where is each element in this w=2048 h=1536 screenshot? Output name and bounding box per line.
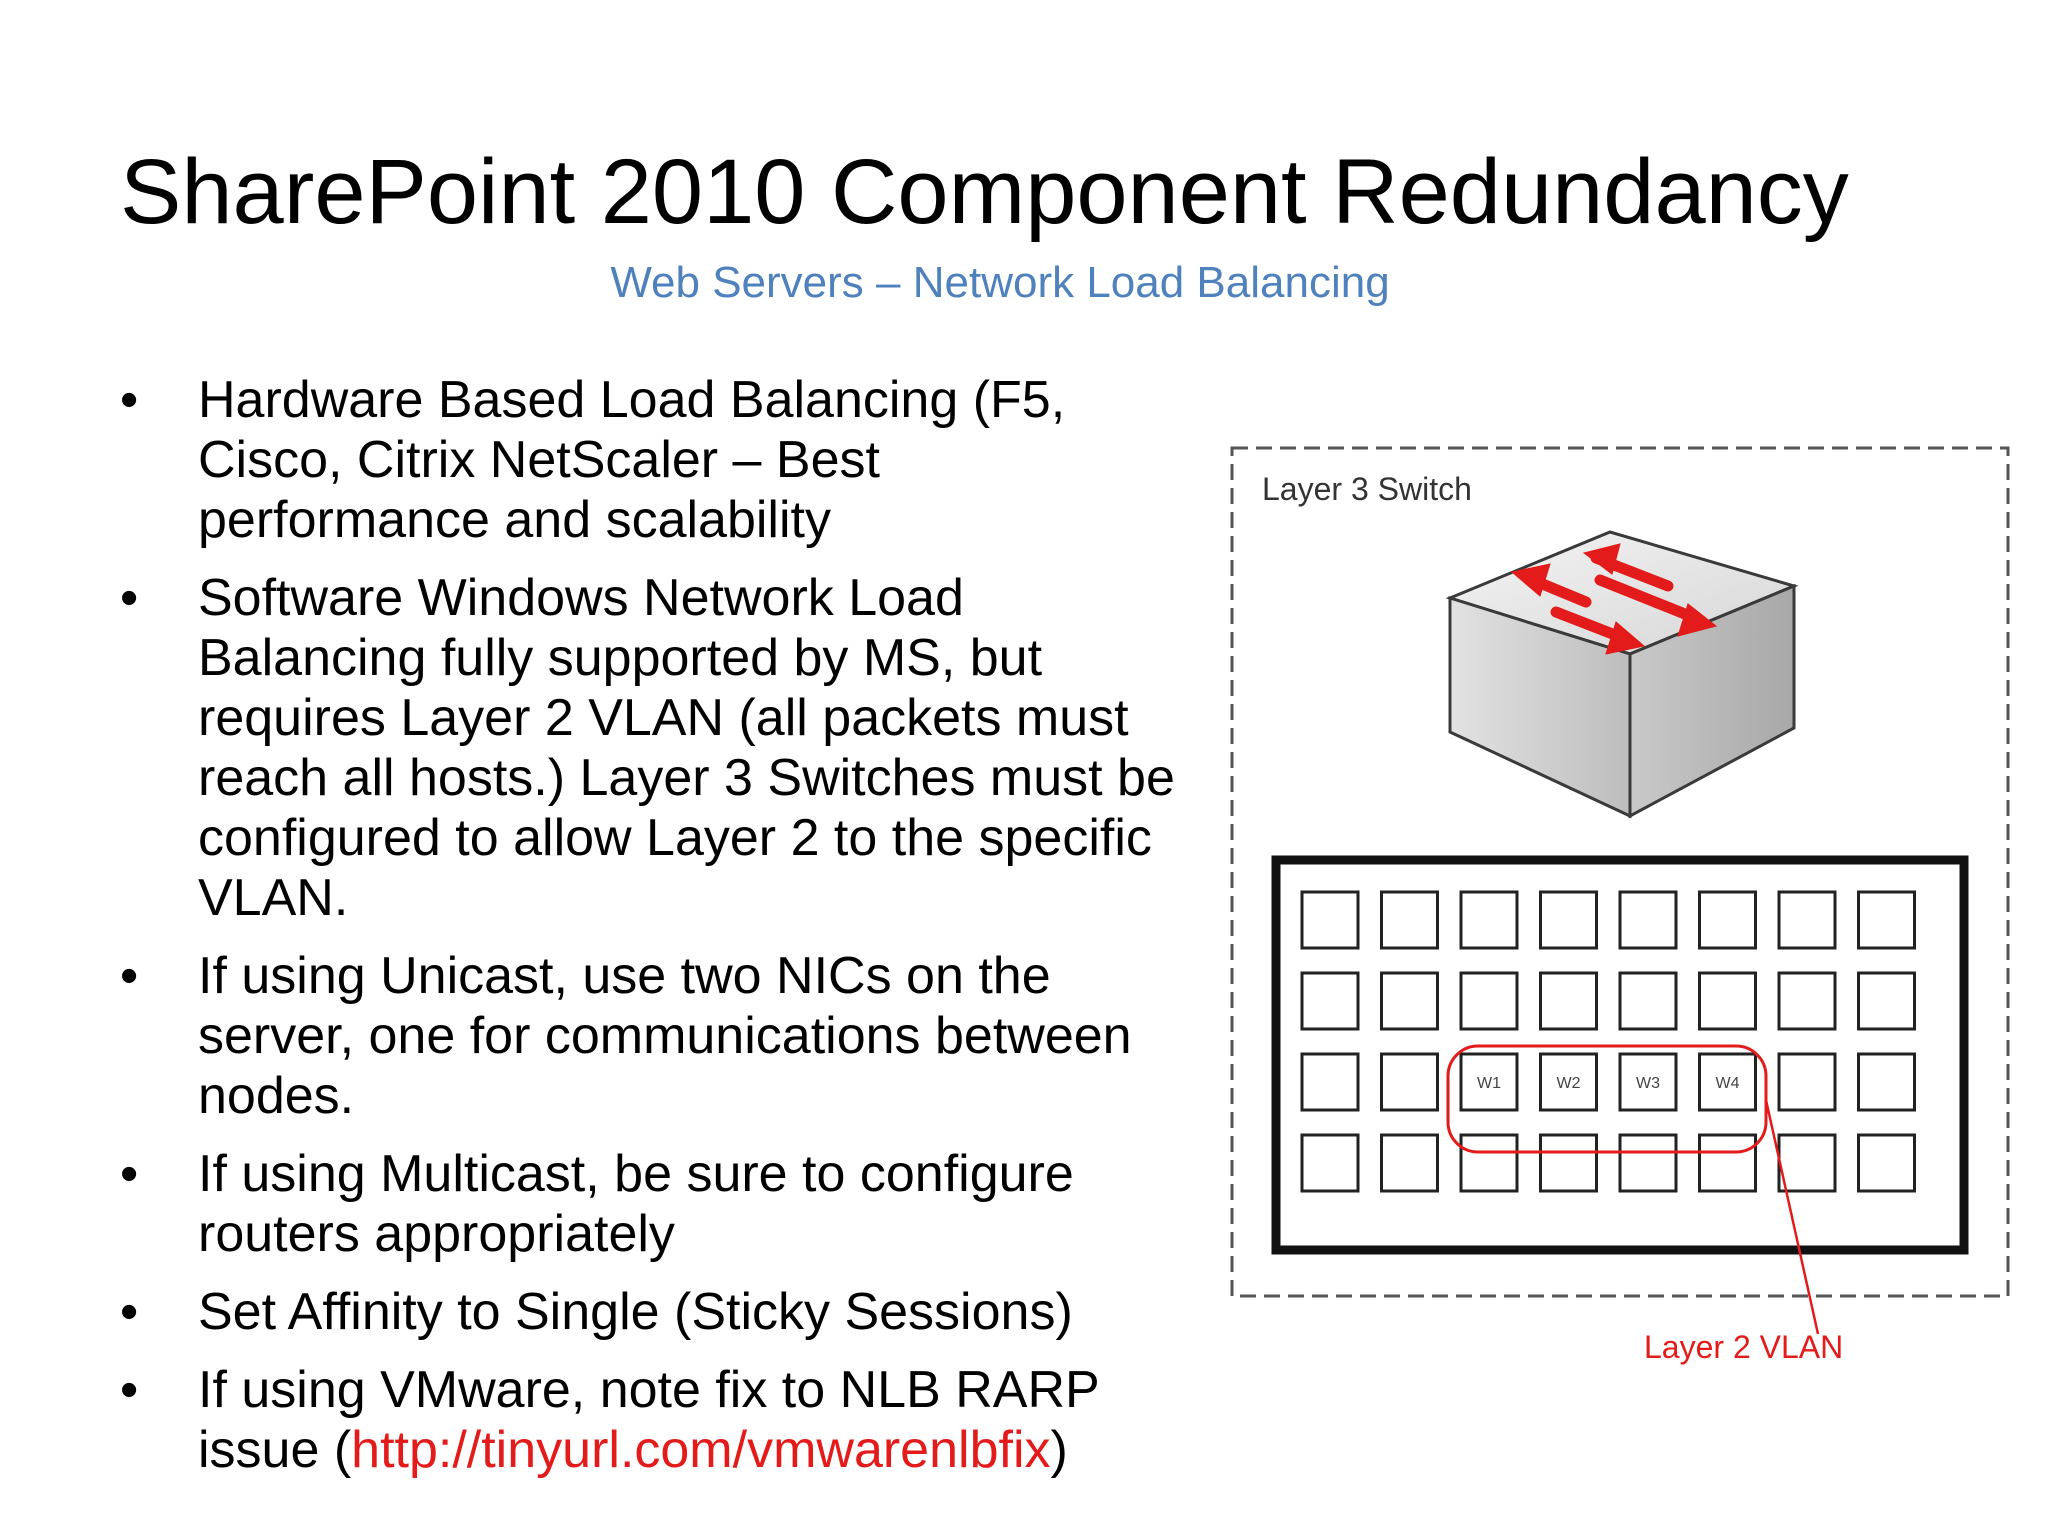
server-label: W2 — [1557, 1075, 1581, 1092]
rack-port — [1459, 1052, 1519, 1112]
rack-port — [1857, 890, 1916, 950]
server-label: W4 — [1716, 1075, 1740, 1092]
rack-port — [1539, 1133, 1598, 1193]
vlan-pointer — [1764, 1099, 1820, 1335]
bullet-icon: • — [120, 1283, 139, 1341]
bullet-icon: • — [120, 1361, 139, 1419]
rack-port — [1777, 1133, 1837, 1193]
rack-port — [1539, 971, 1598, 1031]
rack-port — [1380, 1052, 1439, 1112]
server-label: W1 — [1477, 1075, 1501, 1092]
rack-port — [1777, 890, 1837, 950]
switch-label: Layer 3 Switch — [1262, 471, 1472, 507]
rack-port — [1698, 971, 1757, 1031]
vlan-highlight — [1446, 1044, 1768, 1154]
rack-port — [1618, 1133, 1678, 1193]
bullet-list: • Hardware Based Load Balancing (F5, Cisc… — [120, 370, 1180, 1498]
rack-port — [1380, 1133, 1439, 1193]
bullet-text: Software Windows Network Load Balancing … — [198, 569, 1175, 927]
bullet-icon: • — [120, 947, 139, 1005]
rack-port — [1857, 1133, 1916, 1193]
network-diagram: Layer 3 Switch W1 W2 W3 W4 Layer 2 VLAN — [1230, 446, 2010, 1365]
rack-port — [1698, 890, 1757, 950]
rack-port — [1777, 971, 1837, 1031]
rack-port — [1300, 1133, 1360, 1193]
bullet-icon: • — [120, 371, 139, 429]
rack-port — [1380, 890, 1439, 950]
switch-boundary — [1230, 446, 2010, 1298]
rack-port — [1777, 1052, 1837, 1112]
bullet-text: If using Unicast, use two NICs on the se… — [198, 947, 1132, 1125]
list-item: • If using Unicast, use two NICs on the s… — [120, 946, 1180, 1126]
list-item: • Software Windows Network Load Balancing… — [120, 568, 1180, 928]
list-item: • If using Multicast, be sure to configur… — [120, 1144, 1180, 1264]
list-item: • Set Affinity to Single (Sticky Sessions… — [120, 1282, 1180, 1342]
rack-port — [1539, 1052, 1598, 1112]
rack-port — [1300, 890, 1360, 950]
rack-port — [1618, 890, 1678, 950]
rack-port — [1459, 890, 1519, 950]
bullet-text: Hardware Based Load Balancing (F5, Cisco… — [198, 371, 1066, 549]
bullet-text: ) — [1050, 1421, 1068, 1479]
rack-port-grid: W1 W2 W3 W4 — [1300, 890, 1916, 1193]
rack-port — [1539, 890, 1598, 950]
rack-port — [1698, 1133, 1757, 1193]
bullet-text: Set Affinity to Single (Sticky Sessions) — [198, 1283, 1073, 1341]
layer3-switch-icon — [1445, 530, 1799, 819]
rack-port — [1300, 971, 1360, 1031]
rack-port — [1618, 971, 1678, 1031]
rack-port — [1380, 971, 1439, 1031]
page-subtitle: Web Servers – Network Load Balancing — [610, 258, 1390, 307]
rack-port — [1618, 1052, 1678, 1112]
vmware-nlb-fix-link[interactable]: http://tinyurl.com/vmwarenlbfix — [351, 1421, 1051, 1479]
list-item: • Hardware Based Load Balancing (F5, Cisc… — [120, 370, 1180, 550]
bullet-text: If using Multicast, be sure to configure… — [198, 1145, 1074, 1263]
list-item: • If using VMware, note fix to NLB RARP i… — [120, 1360, 1180, 1480]
vlan-label: Layer 2 VLAN — [1644, 1329, 1843, 1365]
bullet-text: If using VMware, note fix to NLB RARP is… — [198, 1361, 1099, 1479]
bullet-icon: • — [120, 569, 139, 627]
rack-port — [1698, 1052, 1757, 1112]
server-label: W3 — [1636, 1075, 1660, 1092]
rack-port — [1459, 1133, 1519, 1193]
bullet-icon: • — [120, 1145, 139, 1203]
rack-port — [1459, 971, 1519, 1031]
rack-port — [1857, 971, 1916, 1031]
rack-port — [1857, 1052, 1916, 1112]
rack-port — [1300, 1052, 1360, 1112]
page-title: SharePoint 2010 Component Redundancy — [120, 141, 1849, 243]
